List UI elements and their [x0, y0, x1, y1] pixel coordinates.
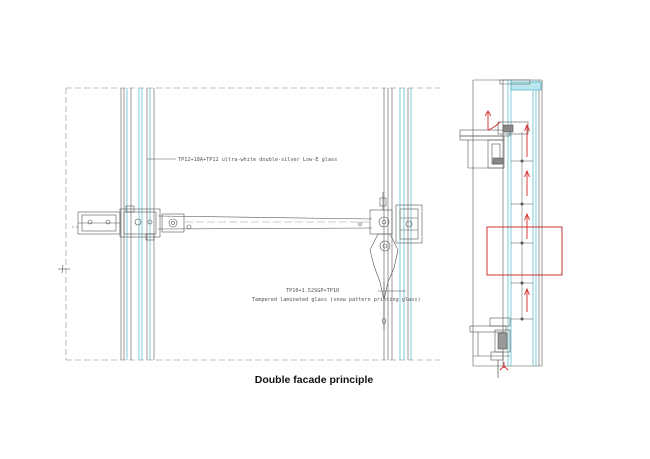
airflow-arrow-icon — [484, 110, 530, 371]
annotation-glass-bottom-line2: Tempered laminated glass (snow pattern p… — [252, 297, 421, 303]
section-view — [459, 79, 543, 378]
plan-view — [58, 87, 440, 361]
highlight-frame — [486, 226, 563, 276]
left-anchor-bracket — [72, 205, 161, 241]
figure-caption: Double facade principle — [254, 374, 374, 386]
cavity-brackets — [511, 159, 533, 321]
right-glass-stack — [383, 88, 412, 360]
spider-arm — [157, 213, 373, 233]
axis-mark — [58, 264, 70, 274]
spider-head — [369, 192, 423, 244]
annotation-glass-top: TP12+18A+TP12 ultra-white double-silver … — [178, 157, 337, 163]
annotation-glass-bottom-line1: TP10+1.52SGP+TP10 — [286, 288, 339, 294]
